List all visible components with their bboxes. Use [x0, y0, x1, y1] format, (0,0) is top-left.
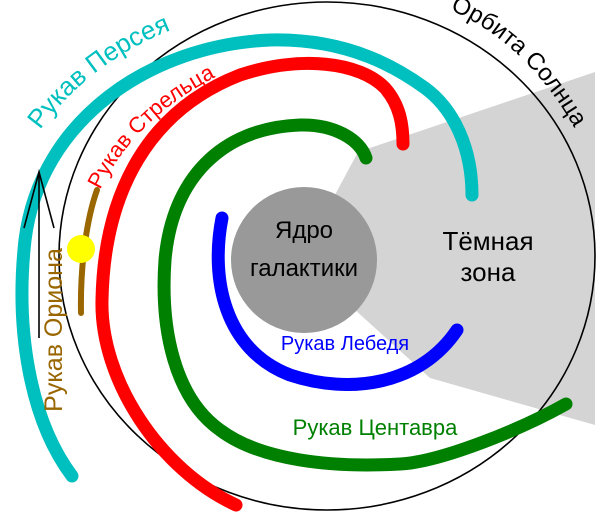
centaurus-arm-label: Рукав Центавра — [293, 415, 458, 440]
dark-zone-label-line1: Тёмная — [442, 226, 533, 256]
cygnus-arm-label: Рукав Лебедя — [281, 333, 409, 355]
dark-zone-label-line2: зона — [461, 257, 516, 287]
dark-zone-region — [300, 72, 595, 425]
galactic-core — [231, 187, 377, 333]
sun-icon — [67, 235, 95, 263]
cygnus-arm — [211, 211, 464, 391]
orion-arm-label: Рукав Ориона — [40, 248, 68, 412]
sagittarius-arm — [95, 56, 410, 512]
arrow-up-icon — [23, 168, 55, 338]
core-label-line1: Ядро — [275, 217, 333, 244]
core-label-line2: галактики — [250, 255, 358, 282]
centaurus-arm — [157, 118, 573, 472]
perseus-arm — [15, 33, 479, 483]
sun-orbit-circle — [58, 1, 596, 511]
